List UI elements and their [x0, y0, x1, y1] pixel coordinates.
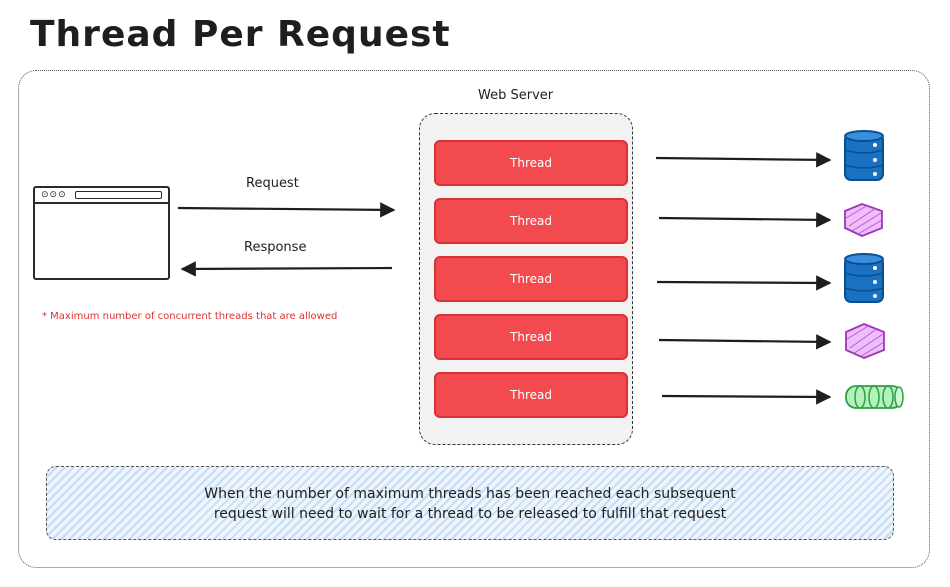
thread-box: Thread — [434, 314, 628, 360]
thread-box: Thread — [434, 372, 628, 418]
web-server-label: Web Server — [478, 88, 554, 103]
window-controls-icon: ⊙⊙⊙ — [41, 190, 67, 200]
info-callout: When the number of maximum threads has b… — [46, 466, 894, 540]
thread-box: Thread — [434, 140, 628, 186]
browser-client-icon: ⊙⊙⊙ — [33, 186, 170, 280]
diagram-frame — [18, 70, 930, 568]
thread-box: Thread — [434, 198, 628, 244]
address-bar — [75, 191, 162, 199]
response-label: Response — [244, 240, 307, 255]
info-text: When the number of maximum threads has b… — [204, 486, 736, 522]
max-threads-note: * Maximum number of concurrent threads t… — [42, 311, 338, 322]
web-server-box: Thread Thread Thread Thread Thread — [419, 113, 633, 445]
thread-box: Thread — [434, 256, 628, 302]
request-label: Request — [246, 176, 299, 191]
page-title: Thread Per Request — [30, 14, 451, 55]
browser-title-bar: ⊙⊙⊙ — [35, 188, 168, 204]
